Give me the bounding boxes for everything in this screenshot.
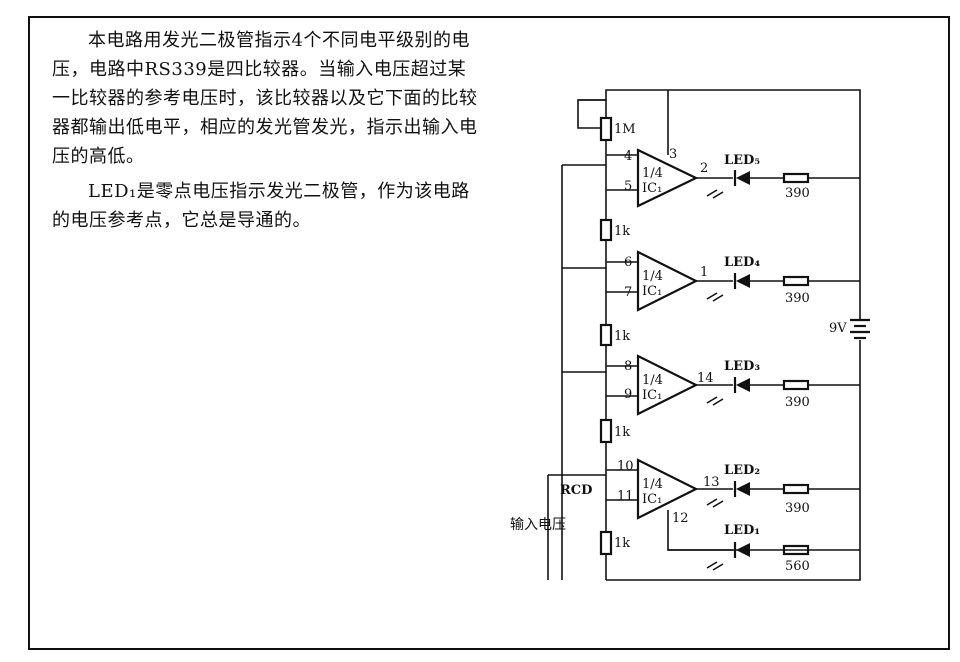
pin-label: 13 <box>703 475 720 490</box>
resistor-value: 390 <box>785 291 810 306</box>
ic-label: IC₁ <box>642 388 662 403</box>
potentiometer-icon <box>599 116 613 142</box>
light-arrows-icon <box>706 189 724 199</box>
led-label: LED₁ <box>724 523 760 538</box>
led-label: LED₃ <box>724 359 760 374</box>
pin-label: 9 <box>624 387 632 402</box>
led-label: LED₄ <box>724 255 760 270</box>
comparator-2: 6 7 1 1/4 IC₁ <box>606 250 708 312</box>
resistor-icon <box>599 418 613 444</box>
led-diode-icon <box>736 482 750 496</box>
output-row-2: LED₄ 390 <box>696 255 860 306</box>
light-arrows-icon <box>706 396 724 406</box>
output-row-1: LED₅ 390 <box>696 153 860 201</box>
led-diode-icon <box>736 378 750 392</box>
ground-pin-wire <box>667 510 860 551</box>
gain-label: 1/4 <box>642 269 663 284</box>
pin-label: 7 <box>624 285 632 300</box>
led-label: LED₅ <box>724 153 760 168</box>
led-diode-icon <box>736 171 750 185</box>
output-row-4: LED₂ 390 <box>696 463 860 516</box>
description-paragraph-2: LED₁是零点电压指示发光二极管，作为该电路的电压参考点，它总是导通的。 <box>52 181 470 231</box>
ic-label: IC₁ <box>642 181 662 196</box>
battery-9v: 9V <box>829 318 870 340</box>
input-voltage-label: 输入电压 <box>510 517 566 533</box>
gain-label: 1/4 <box>642 477 663 492</box>
led-label: LED₂ <box>724 463 760 478</box>
light-arrows-icon <box>706 292 724 302</box>
comparator-triangle <box>636 148 699 208</box>
pin-label: 4 <box>624 149 632 164</box>
led-diode-icon <box>736 543 750 557</box>
resistor-icon <box>782 275 810 287</box>
pin-label: 6 <box>624 255 632 270</box>
led-diode-icon <box>736 274 750 288</box>
resistor-icon <box>599 218 613 242</box>
resistor-icon <box>782 544 810 556</box>
comparator-triangle <box>636 458 699 520</box>
light-arrows-icon <box>706 561 724 571</box>
pot-wiper-wire <box>577 99 606 129</box>
output-row-3: LED₃ 390 <box>696 359 860 410</box>
resistor-icon <box>599 323 613 347</box>
gain-label: 1/4 <box>642 373 663 388</box>
battery-label: 9V <box>829 321 847 336</box>
pot-label: 1M <box>614 122 636 137</box>
comparator-4: 10 11 12 13 1/4 IC₁ <box>606 458 720 526</box>
ic-label: IC₁ <box>642 284 662 299</box>
pin-label: 12 <box>672 511 689 526</box>
light-arrows-icon <box>706 498 724 508</box>
ic-label: IC₁ <box>642 492 662 507</box>
gain-label: 1/4 <box>642 166 663 181</box>
resistor-icon <box>782 483 810 495</box>
resistor-value: 1k <box>614 329 630 344</box>
comparator-triangle <box>636 354 699 416</box>
resistor-value: 390 <box>785 501 810 516</box>
resistor-value: 1k <box>614 425 630 440</box>
comparator-3: 8 9 14 1/4 IC₁ <box>606 354 714 416</box>
pin-label: 14 <box>697 371 714 386</box>
resistor-value: 560 <box>785 559 810 574</box>
comparator-triangle <box>636 250 699 312</box>
pin-label: 1 <box>700 265 708 280</box>
description-text: 本电路用发光二极管指示4个不同电平级别的电压，电路中RS339是四比较器。当输入… <box>52 26 482 235</box>
description-paragraph-1: 本电路用发光二极管指示4个不同电平级别的电压，电路中RS339是四比较器。当输入… <box>52 30 478 167</box>
pin-label: 11 <box>617 489 634 504</box>
rcd-label: RCD <box>560 483 592 498</box>
resistor-icon <box>782 379 810 391</box>
figure-frame <box>28 16 950 650</box>
pin-label: 8 <box>624 359 632 374</box>
resistor-icon <box>599 530 613 556</box>
resistor-value: 390 <box>785 186 810 201</box>
resistor-value: 1k <box>614 536 630 551</box>
bottom-rail-wire <box>606 340 861 581</box>
resistor-icon <box>782 172 810 184</box>
output-row-led1: LED₁ 560 <box>668 523 810 574</box>
pin-label: 5 <box>624 179 632 194</box>
pin-label: 3 <box>669 147 677 162</box>
comparator-1: 4 5 3 2 1/4 IC₁ <box>606 147 708 208</box>
pin-label: 2 <box>700 161 708 176</box>
pin-label: 10 <box>617 459 634 474</box>
resistor-value: 390 <box>785 395 810 410</box>
resistor-value: 1k <box>614 224 630 239</box>
